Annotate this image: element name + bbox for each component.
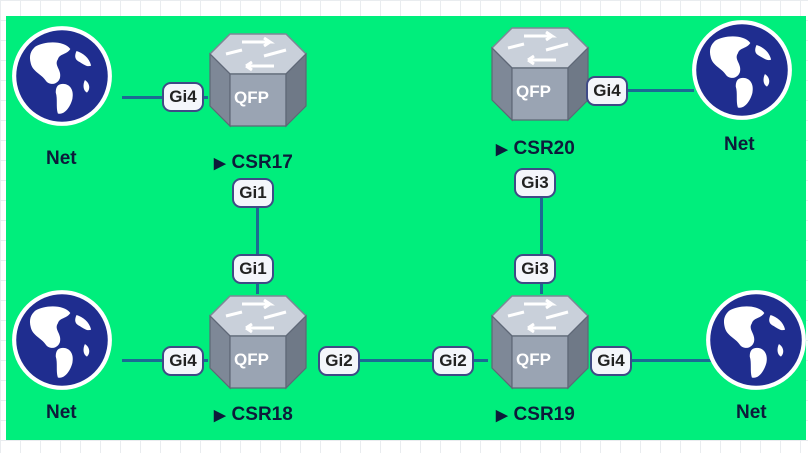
play-icon: ▶ xyxy=(496,407,508,424)
net-top-right[interactable]: Net xyxy=(690,18,794,168)
link-csr17-csr18 xyxy=(256,204,259,294)
router-csr20-label-text: CSR20 xyxy=(513,138,575,159)
router-csr18-qfp: QFP xyxy=(234,350,269,369)
router-icon xyxy=(484,288,596,392)
router-csr20-label: ▶ CSR20 xyxy=(496,138,575,160)
play-icon: ▶ xyxy=(214,155,226,172)
router-csr19-label-text: CSR19 xyxy=(513,404,575,425)
net-bottom-left-label: Net xyxy=(46,402,77,423)
globe-icon xyxy=(10,288,114,392)
port-csr18-gi2[interactable]: Gi2 xyxy=(318,346,360,376)
port-csr20-gi4[interactable]: Gi4 xyxy=(586,76,628,106)
router-csr19-qfp: QFP xyxy=(516,350,551,369)
play-icon: ▶ xyxy=(496,141,508,158)
link-csr20-csr19 xyxy=(540,194,543,294)
router-csr19[interactable]: QFP ▶ CSR19 xyxy=(484,288,614,438)
router-csr18[interactable]: QFP ▶ CSR18 xyxy=(202,288,332,438)
net-top-right-label: Net xyxy=(724,134,755,155)
router-csr20[interactable]: QFP ▶ CSR20 xyxy=(484,20,614,170)
link-csr20-net-top-right xyxy=(598,89,694,92)
net-bottom-right-label: Net xyxy=(736,402,767,423)
port-csr18-gi4[interactable]: Gi4 xyxy=(162,346,204,376)
port-csr19-gi3[interactable]: Gi3 xyxy=(514,254,556,284)
link-csr18-csr19 xyxy=(318,359,488,362)
globe-icon xyxy=(704,288,808,392)
play-icon: ▶ xyxy=(214,407,226,424)
topology-area: Net Net Net Net QFP ▶ CSR17 QFP ▶ CSR20 QF… xyxy=(6,16,806,440)
router-csr19-label: ▶ CSR19 xyxy=(496,404,575,426)
port-csr18-gi1[interactable]: Gi1 xyxy=(232,254,274,284)
port-csr19-gi2[interactable]: Gi2 xyxy=(432,346,474,376)
router-csr20-qfp: QFP xyxy=(516,82,551,101)
router-csr17-label: ▶ CSR17 xyxy=(214,152,293,174)
router-icon xyxy=(202,288,314,392)
net-top-left-label: Net xyxy=(46,148,77,169)
router-csr17-qfp: QFP xyxy=(234,88,269,107)
port-csr17-gi4[interactable]: Gi4 xyxy=(162,82,204,112)
port-csr19-gi4[interactable]: Gi4 xyxy=(590,346,632,376)
globe-icon xyxy=(10,24,114,128)
router-icon xyxy=(202,26,314,130)
globe-icon xyxy=(690,18,794,122)
net-bottom-right[interactable]: Net xyxy=(704,288,808,438)
link-csr19-net-bottom-right xyxy=(598,359,716,362)
port-csr20-gi3[interactable]: Gi3 xyxy=(514,168,556,198)
router-csr17[interactable]: QFP ▶ CSR17 xyxy=(202,26,332,176)
net-bottom-left[interactable]: Net xyxy=(10,288,114,438)
router-icon xyxy=(484,20,596,124)
net-top-left[interactable]: Net xyxy=(10,24,114,174)
router-csr18-label: ▶ CSR18 xyxy=(214,404,293,426)
router-csr17-label-text: CSR17 xyxy=(231,152,293,173)
port-csr17-gi1[interactable]: Gi1 xyxy=(232,178,274,208)
router-csr18-label-text: CSR18 xyxy=(231,404,293,425)
